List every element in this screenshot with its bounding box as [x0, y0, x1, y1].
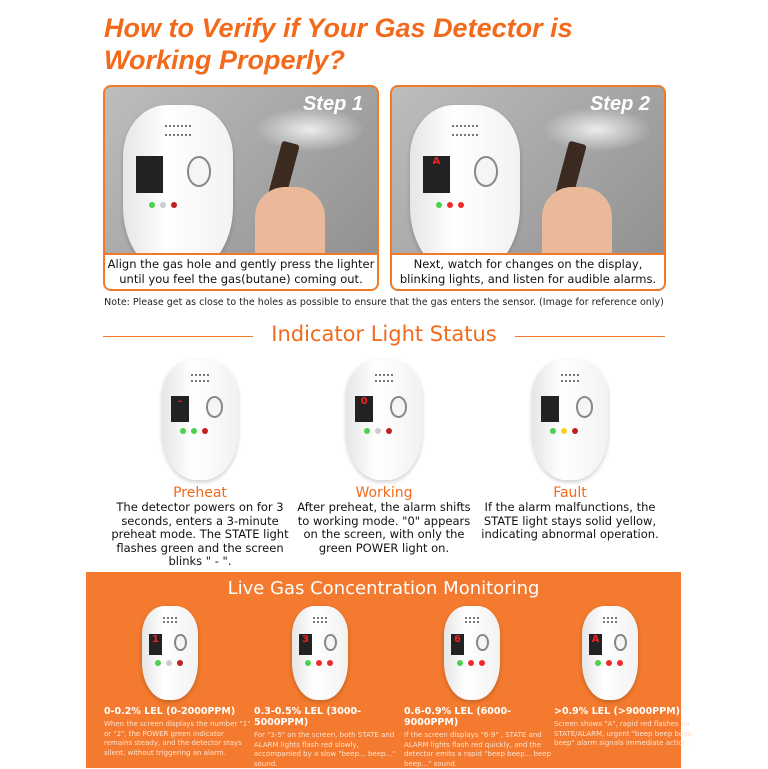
- detector-image: -: [162, 360, 238, 480]
- indicator-led: [550, 428, 557, 435]
- indicator-led: [149, 201, 156, 208]
- live-monitoring-section: Live Gas Concentration Monitoring 1 0-0.2…: [86, 572, 692, 768]
- indicator-led: [375, 428, 382, 435]
- detector-image: [123, 105, 233, 275]
- detector-image: [532, 360, 608, 480]
- concentration-level: >0.9% LEL (>9000PPM)Screen shows "A", ra…: [554, 706, 692, 747]
- indicator-led: [457, 659, 464, 666]
- smoke-image: [255, 107, 365, 152]
- indicator-led: [202, 428, 209, 435]
- indicator-led: [386, 428, 393, 435]
- indicator-led: [160, 201, 167, 208]
- indicator-led: [468, 659, 475, 666]
- detector-image: A: [410, 105, 520, 275]
- indicator-title: Indicator Light Status: [271, 322, 497, 346]
- indicator-led: [166, 659, 173, 666]
- detector-image: 0: [346, 360, 422, 480]
- detector-image: 1: [142, 606, 198, 700]
- step-caption: Next, watch for changes on the display, …: [392, 253, 664, 289]
- indicator-led: [617, 659, 624, 666]
- detector-image: 6: [444, 606, 500, 700]
- indicator-led: [458, 201, 465, 208]
- indicator-led: [479, 659, 486, 666]
- concentration-level: 0-0.2% LEL (0-2000PPM)When the screen di…: [104, 706, 251, 757]
- indicator-led: [327, 659, 334, 666]
- indicator-led: [305, 659, 312, 666]
- indicator-led: [177, 659, 184, 666]
- divider: [515, 336, 665, 337]
- indicator-led: [316, 659, 323, 666]
- note-text: Note: Please get as close to the holes a…: [104, 297, 664, 308]
- indicator-led: [595, 659, 602, 666]
- indicator-led: [180, 428, 187, 435]
- indicator-led: [606, 659, 613, 666]
- indicator-led: [447, 201, 454, 208]
- live-title: Live Gas Concentration Monitoring: [227, 578, 540, 599]
- step-1-panel: Step 1 Align the gas hole and gently pre…: [103, 85, 379, 291]
- concentration-level: 0.3-0.5% LEL (3000-5000PPM)For "3-5" on …: [254, 706, 396, 768]
- page-title: How to Verify if Your Gas Detector is Wo…: [104, 13, 573, 75]
- indicator-led: [436, 201, 443, 208]
- smoke-image: [542, 107, 652, 152]
- detector-image: A: [582, 606, 638, 700]
- detector-image: 3: [292, 606, 348, 700]
- step-label: Step 1: [302, 93, 363, 115]
- step-2-panel: A Step 2 Next, watch for changes on the …: [390, 85, 666, 291]
- step-label: Step 2: [589, 93, 650, 115]
- indicator-led: [171, 201, 178, 208]
- indicator-led: [572, 428, 579, 435]
- step-caption: Align the gas hole and gently press the …: [105, 253, 377, 289]
- divider: [103, 336, 253, 337]
- indicator-led: [191, 428, 198, 435]
- concentration-level: 0.6-0.9% LEL (6000-9000PPM)If the screen…: [404, 706, 552, 768]
- indicator-led: [155, 659, 162, 666]
- indicator-led: [561, 428, 568, 435]
- indicator-led: [364, 428, 371, 435]
